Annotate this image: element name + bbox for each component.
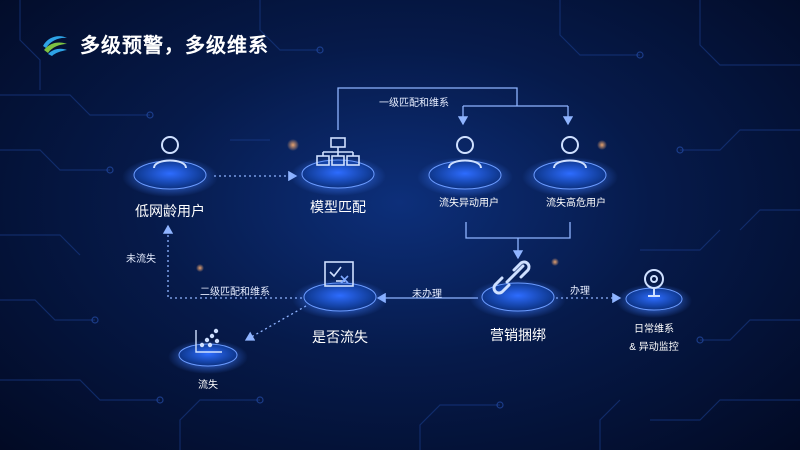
label-is-churn: 是否流失 — [312, 329, 368, 345]
edge-label-handled: 办理 — [570, 286, 590, 297]
edge-level1-bracket — [337, 87, 518, 130]
label-churned: 流失 — [198, 380, 218, 391]
webcam-icon — [644, 269, 664, 297]
node-model-match — [290, 137, 386, 196]
label-daily-maintain-line2: & 异动监控 — [629, 342, 679, 353]
page-title: 多级预警，多级维系 — [80, 34, 269, 57]
node-daily-maintain — [616, 269, 692, 318]
label-model-match: 模型匹配 — [310, 199, 366, 215]
hierarchy-icon — [316, 137, 360, 166]
node-churned — [168, 328, 248, 374]
node-churn-high-risk-user — [522, 136, 618, 197]
node-is-churn — [292, 261, 388, 319]
edge-label-not-churned: 未流失 — [126, 254, 156, 265]
label-low-age-user: 低网龄用户 — [135, 203, 205, 219]
label-churn-high-risk-user: 流失高危用户 — [546, 198, 606, 209]
checklist-icon — [324, 261, 354, 287]
edge-label-level1: 一级匹配和维系 — [379, 98, 449, 109]
edge-churn-to-user — [162, 224, 302, 299]
node-churn-abnormal-user — [417, 136, 513, 197]
edge-label-level2: 二级匹配和维系 — [200, 287, 270, 298]
link-icon — [492, 260, 531, 295]
edge-churn-to-churned — [244, 305, 307, 341]
node-low-age-user — [122, 136, 218, 197]
header: 多级预警，多级维系 — [40, 28, 269, 58]
user-icon — [448, 136, 482, 169]
user-icon — [553, 136, 587, 169]
label-marketing-bundle: 营销捆绑 — [490, 327, 546, 343]
label-churn-abnormal-user: 流失异动用户 — [439, 198, 499, 209]
node-marketing-bundle — [470, 260, 566, 319]
edge-label-not-handled: 未办理 — [412, 289, 442, 300]
user-icon — [153, 136, 187, 169]
china-mobile-logo-icon — [43, 36, 67, 56]
label-daily-maintain-line1: 日常维系 — [634, 324, 674, 335]
scatter-chart-icon — [195, 328, 222, 353]
